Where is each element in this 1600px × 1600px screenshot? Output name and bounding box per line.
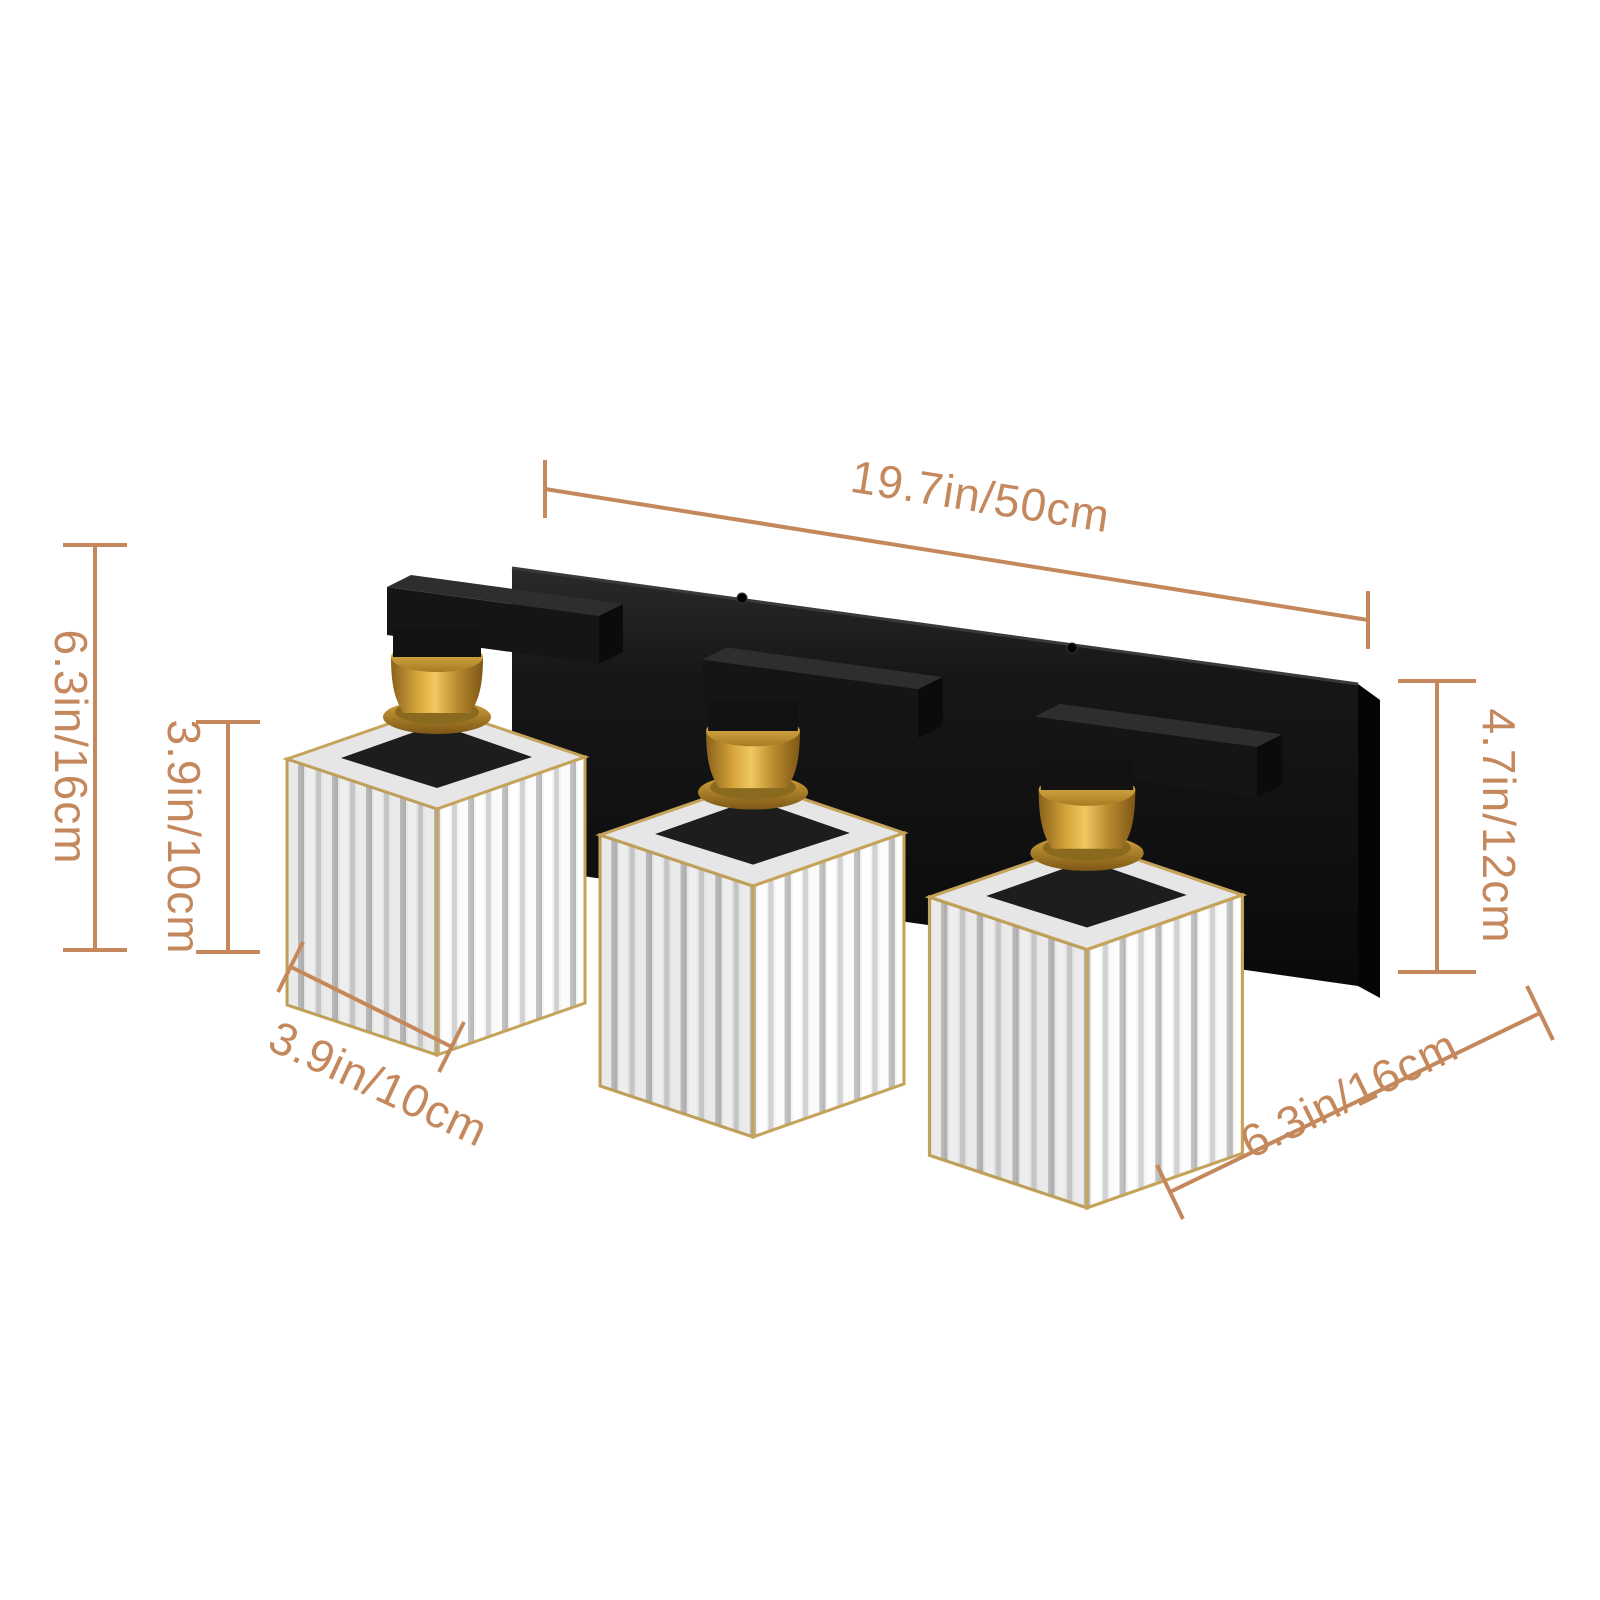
dimension-label-overall-width: 19.7in/50cm: [847, 450, 1114, 542]
light-unit-1: [285, 573, 625, 1057]
dimension-tick: [1525, 985, 1555, 1041]
dimension-backplate-height: 4.7in/12cm: [1398, 679, 1525, 974]
dimension-line: [1169, 1011, 1541, 1194]
dimension-tick: [437, 1021, 466, 1073]
dimension-overall-height: 6.3in/16cm: [45, 543, 127, 952]
dimension-line: [290, 965, 453, 1049]
dimension-shade-height: 3.9in/10cm: [158, 719, 260, 955]
backplate-top-edge: [511, 566, 1359, 686]
backplate-screw: [1066, 642, 1078, 654]
dimension-label-shade-height: 3.9in/10cm: [158, 719, 210, 954]
dimension-label-overall-height: 6.3in/16cm: [45, 629, 97, 864]
dimension-label-fixture-depth: 6.3in/16cm: [1232, 1019, 1466, 1169]
backplate-side: [1358, 684, 1380, 998]
dimension-label-backplate-height: 4.7in/12cm: [1473, 708, 1525, 943]
dimension-line: [544, 487, 1369, 622]
vanity-light-fixture: [285, 566, 1380, 1210]
backplate-screw: [736, 592, 748, 604]
dimension-tick: [276, 941, 305, 993]
